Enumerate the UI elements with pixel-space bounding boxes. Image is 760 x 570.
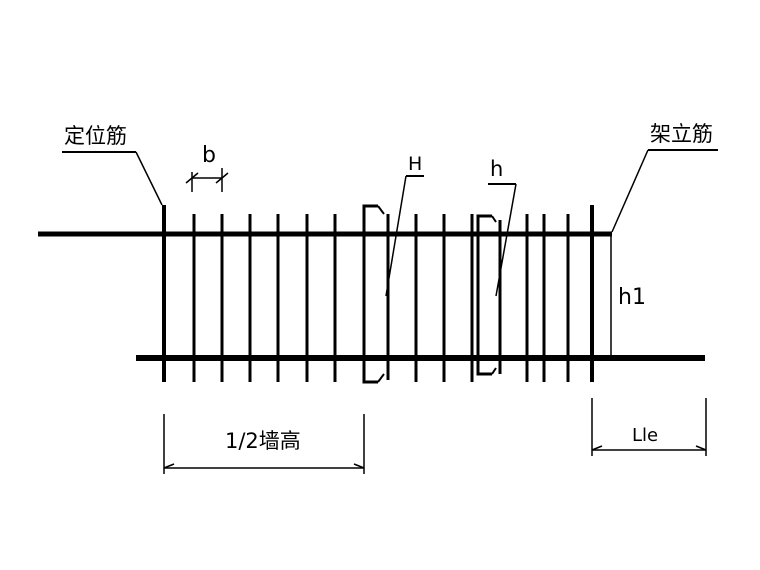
positioning-bar-leader (62, 151, 163, 206)
vertical-bars (162, 205, 594, 382)
lap-length-dimension (591, 398, 707, 456)
bracket-H (362, 204, 390, 384)
h-label: h (490, 157, 503, 181)
half-wall-height-label: 1/2墙高 (225, 429, 301, 453)
dimension-b-label: b (202, 143, 216, 168)
positioning-bar-label: 定位筋 (64, 124, 127, 148)
bracket-h (476, 214, 502, 376)
lap-length-label: Lle (632, 425, 658, 446)
dimension-b (185, 168, 229, 192)
h-leader (488, 183, 517, 297)
h1-label: h1 (618, 285, 646, 310)
erection-bar-leader (611, 149, 718, 233)
H-leader (385, 175, 424, 297)
H-label: H (408, 153, 422, 175)
half-wall-height-dimension (163, 414, 365, 474)
erection-bar-label: 架立筋 (650, 122, 713, 146)
